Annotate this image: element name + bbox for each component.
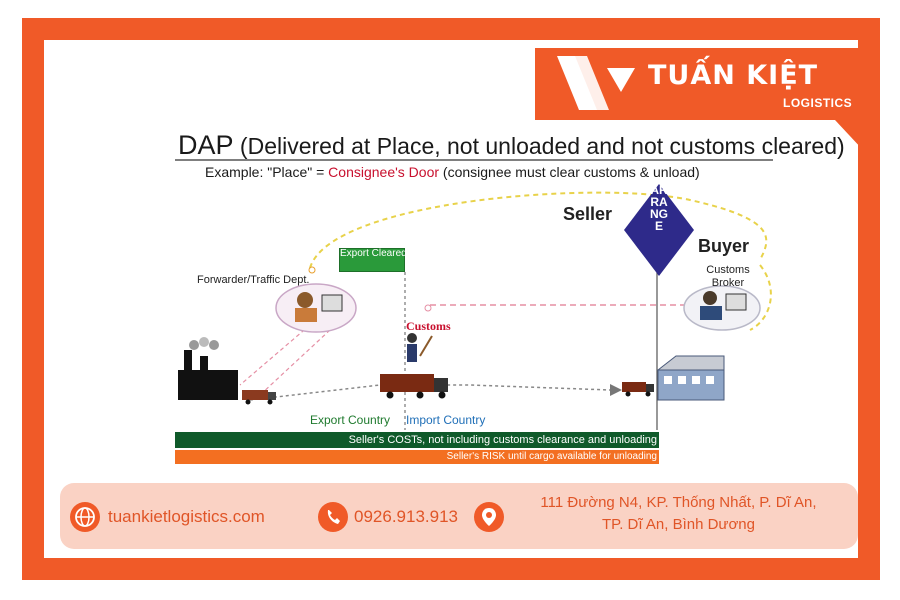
pickup-truck-icon: [242, 390, 276, 405]
factory-icon: [178, 337, 238, 400]
example-line: Example: "Place" = Consignee's Door (con…: [205, 164, 700, 180]
address-line-1: 111 Đường N4, KP. Thống Nhất, P. Dĩ An,: [540, 494, 817, 511]
buyer-label: Buyer: [698, 236, 750, 256]
customs-broker-label: Customs Broker: [706, 264, 750, 289]
delivery-truck-icon: [622, 382, 654, 397]
route-arrow-icon: [610, 384, 622, 396]
seller-costs-bar: Seller's COSTs, not including customs cl…: [175, 432, 659, 448]
title-description: (Delivered at Place, not unloaded and no…: [239, 133, 845, 159]
customs-label: Customs: [406, 319, 451, 333]
example-suffix: (consignee must clear customs & unload): [439, 164, 700, 180]
address: 111 Đường N4, KP. Thống Nhất, P. Dĩ An, …: [506, 492, 851, 536]
location-pin-icon: [474, 502, 504, 532]
export-country-label: Export Country: [310, 413, 391, 427]
broker-body-icon: [700, 306, 722, 320]
brand-sub: LOGISTICS: [783, 96, 853, 110]
forwarder-body-icon: [295, 308, 317, 322]
website-link[interactable]: tuankietlogistics.com: [108, 507, 265, 526]
forwarder-pin-icon: [308, 266, 316, 274]
customs-officer-icon: [407, 333, 433, 362]
seller-risk-bar: Seller's RISK until cargo available for …: [175, 450, 659, 464]
export-cleared-sign: Export Cleared: [339, 248, 407, 272]
forwarder-person-icon: [297, 292, 313, 308]
main-truck-icon: [380, 374, 448, 399]
arrange-diamond: [624, 184, 694, 276]
buyer-arrange-path: [749, 264, 772, 331]
broker-computer-icon: [725, 293, 747, 311]
diagram-title: DAP (Delivered at Place, not unloaded an…: [178, 130, 845, 161]
broker-person-icon: [703, 291, 717, 305]
logo-mark-icon: [535, 48, 863, 150]
phone-link[interactable]: 0926.913.913: [354, 507, 458, 526]
address-line-2: TP. Dĩ An, Bình Dương: [601, 516, 755, 533]
arrange-label: ARRANGE: [650, 183, 668, 233]
contact-bar: [60, 483, 858, 549]
forwarder-line-a: [239, 324, 311, 386]
title-underline: [175, 159, 773, 161]
example-prefix: Example: "Place" =: [205, 164, 329, 180]
title-code: DAP: [178, 130, 234, 160]
seller-label: Seller: [563, 204, 613, 224]
import-country-label: Import Country: [406, 413, 486, 427]
warehouse-icon: [656, 355, 725, 401]
phone-icon: [318, 502, 348, 532]
example-place: Consignee's Door: [328, 164, 440, 180]
customs-pin-icon: [424, 304, 432, 312]
brand-name: TUẤN KIỆT: [648, 60, 819, 91]
forwarder-line-b: [259, 329, 331, 396]
globe-icon: [70, 502, 100, 532]
dap-diagram: [178, 191, 772, 430]
forwarder-label: Forwarder/Traffic Dept.: [197, 274, 310, 286]
forwarder-computer-icon: [321, 294, 343, 312]
